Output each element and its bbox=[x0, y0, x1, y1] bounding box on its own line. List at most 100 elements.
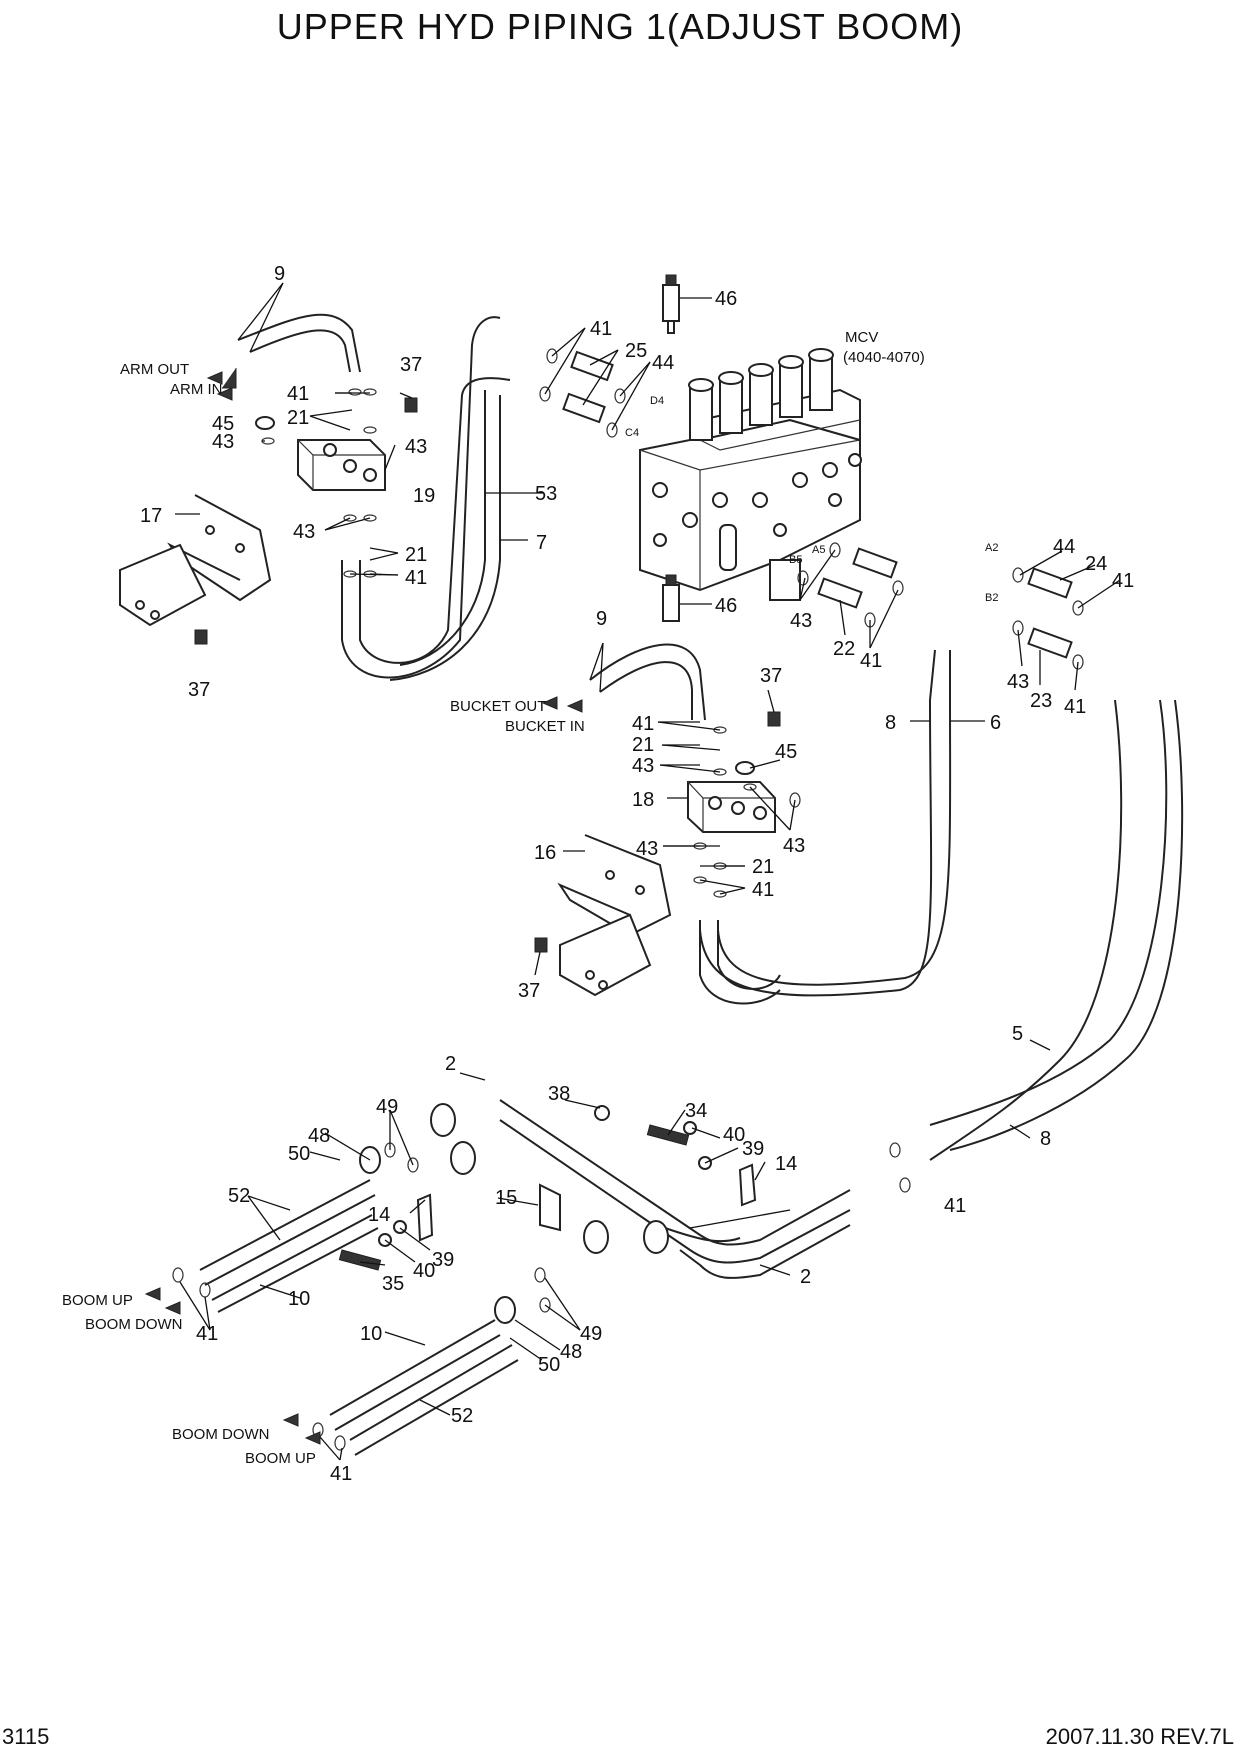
part-label: 39 bbox=[432, 1249, 454, 1271]
hose-lines bbox=[199, 313, 1184, 1456]
fitting-23 bbox=[1027, 627, 1073, 659]
part-label: 23 bbox=[1030, 690, 1052, 712]
part-label: 43 bbox=[632, 755, 654, 777]
part-label: 2 bbox=[445, 1053, 456, 1075]
boom-up-label-upper: BOOM UP bbox=[62, 1292, 133, 1309]
part-label: 43 bbox=[212, 431, 234, 453]
fitting-24 bbox=[1027, 567, 1073, 599]
revision-label: 2007.11.30 REV.7L bbox=[1045, 1724, 1234, 1749]
part-label: 37 bbox=[188, 679, 210, 701]
part-label: 45 bbox=[775, 741, 797, 763]
part-label: 41 bbox=[590, 318, 612, 340]
part-label: 41 bbox=[330, 1463, 352, 1485]
clamp-14-left bbox=[416, 1193, 434, 1242]
part-label: 48 bbox=[560, 1341, 582, 1363]
labels: MCV (4040-4070) D4 C4 B5 A5 A2 B2 ARM OU… bbox=[62, 263, 1134, 1485]
part-label: 14 bbox=[368, 1204, 390, 1226]
part-label: 9 bbox=[596, 608, 607, 630]
part-label: 41 bbox=[944, 1195, 966, 1217]
boom-down-label-upper: BOOM DOWN bbox=[85, 1316, 183, 1333]
leader-lines bbox=[175, 282, 1121, 1461]
bucket-in-label: BUCKET IN bbox=[505, 718, 585, 735]
part-label: 37 bbox=[400, 354, 422, 376]
boom-down-label-lower: BOOM DOWN bbox=[172, 1426, 270, 1443]
part-label: 43 bbox=[790, 610, 812, 632]
part-label: 49 bbox=[580, 1323, 602, 1345]
bracket-16 bbox=[557, 834, 672, 997]
flange-upper-1 bbox=[430, 1103, 456, 1137]
part-label: 43 bbox=[1007, 671, 1029, 693]
bucket-out-label: BUCKET OUT bbox=[450, 698, 546, 715]
part-label: 14 bbox=[775, 1153, 797, 1175]
block-18 bbox=[687, 781, 776, 833]
flange-upper-2 bbox=[450, 1141, 476, 1175]
mcv-model-label: (4040-4070) bbox=[843, 349, 925, 366]
part-label: 41 bbox=[1112, 570, 1134, 592]
mcv-valve-block bbox=[639, 348, 862, 601]
part-label: 2 bbox=[800, 1266, 811, 1288]
cap-45-upper bbox=[255, 416, 275, 430]
cap-45-middle bbox=[735, 761, 755, 775]
valve-46-top bbox=[662, 274, 680, 334]
part-label: 37 bbox=[760, 665, 782, 687]
part-label: 40 bbox=[723, 1124, 745, 1146]
part-label: 5 bbox=[1012, 1023, 1023, 1045]
part-label: 19 bbox=[413, 485, 435, 507]
clamp-15 bbox=[539, 1183, 561, 1232]
part-label: 8 bbox=[1040, 1128, 1051, 1150]
part-label: 40 bbox=[413, 1260, 435, 1282]
hardware bbox=[119, 274, 1084, 1451]
fitting-25-b bbox=[562, 392, 606, 424]
part-label: 41 bbox=[860, 650, 882, 672]
bolt-37-left bbox=[194, 629, 208, 645]
part-label: 21 bbox=[752, 856, 774, 878]
arm-in-label: ARM IN bbox=[170, 381, 223, 398]
part-label: 41 bbox=[632, 713, 654, 735]
part-label: 21 bbox=[287, 407, 309, 429]
port-label-b5: B5 bbox=[789, 554, 802, 566]
direction-arrows bbox=[144, 368, 583, 1445]
bolt-37-middle bbox=[767, 711, 781, 727]
split-flange-48-lower bbox=[494, 1296, 516, 1324]
part-label: 21 bbox=[405, 544, 427, 566]
part-label: 9 bbox=[274, 263, 285, 285]
part-label: 50 bbox=[288, 1143, 310, 1165]
block-19 bbox=[297, 439, 386, 491]
part-label: 35 bbox=[382, 1273, 404, 1295]
part-label: 24 bbox=[1085, 553, 1107, 575]
part-label: 41 bbox=[1064, 696, 1086, 718]
part-label: 18 bbox=[632, 789, 654, 811]
port-label-d4: D4 bbox=[650, 395, 664, 407]
part-label: 10 bbox=[288, 1288, 310, 1310]
bolt-37-lower bbox=[534, 937, 548, 953]
part-label: 41 bbox=[196, 1323, 218, 1345]
part-label: 44 bbox=[652, 352, 674, 374]
fitting-22-a bbox=[852, 547, 898, 579]
part-label: 43 bbox=[636, 838, 658, 860]
nut-38 bbox=[594, 1105, 610, 1121]
valve-46-bottom bbox=[662, 574, 680, 622]
part-label: 52 bbox=[228, 1185, 250, 1207]
part-label: 39 bbox=[742, 1138, 764, 1160]
part-label: 52 bbox=[451, 1405, 473, 1427]
part-label: 37 bbox=[518, 980, 540, 1002]
port-label-a2: A2 bbox=[985, 542, 998, 554]
part-label: 8 bbox=[885, 712, 896, 734]
page-title: UPPER HYD PIPING 1(ADJUST BOOM) bbox=[276, 6, 964, 47]
part-label: 25 bbox=[625, 340, 647, 362]
part-label: 43 bbox=[783, 835, 805, 857]
part-label: 46 bbox=[715, 288, 737, 310]
part-label: 41 bbox=[405, 567, 427, 589]
part-label: 16 bbox=[534, 842, 556, 864]
fitting-22-b bbox=[817, 577, 863, 609]
part-label: 15 bbox=[495, 1187, 517, 1209]
washer-40-right bbox=[683, 1121, 697, 1135]
flange-lower-2 bbox=[643, 1220, 669, 1254]
part-label: 44 bbox=[1053, 536, 1075, 558]
part-label: 46 bbox=[715, 595, 737, 617]
arm-out-label: ARM OUT bbox=[120, 361, 189, 378]
part-label: 21 bbox=[632, 734, 654, 756]
bracket-17 bbox=[119, 494, 272, 627]
fitting-25-a bbox=[570, 350, 614, 382]
